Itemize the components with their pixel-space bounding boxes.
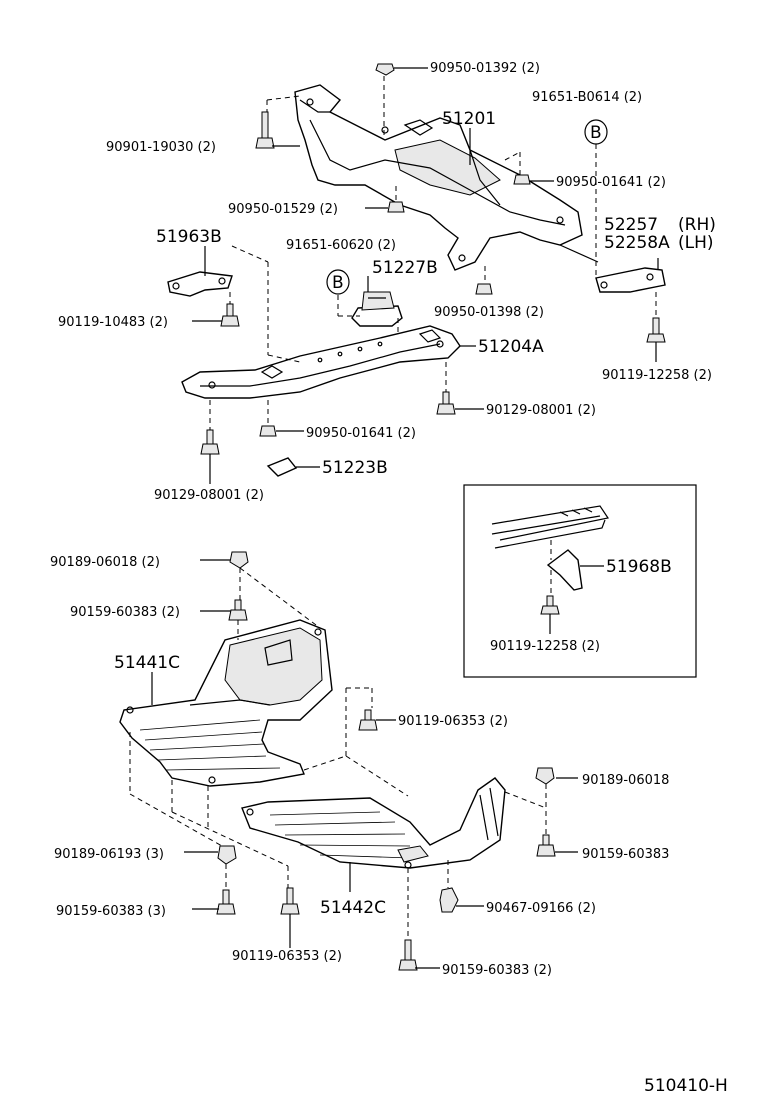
label-91651-b0614: 91651-B0614 (2) [532, 90, 642, 105]
bolt-90119-10483-icon [220, 303, 240, 327]
label-52257-side: (RH) [678, 215, 716, 235]
under-cover-51442c [241, 777, 506, 869]
label-51201: 51201 [442, 109, 496, 129]
fastener-90467-09166-icon [439, 887, 459, 913]
label-90159-60383-bottom: 90159-60383 (2) [442, 963, 552, 978]
label-52258a: 52258A [604, 233, 670, 253]
label-90950-01392: 90950-01392 (2) [430, 61, 540, 76]
callout-b-upper: B [584, 119, 608, 145]
clip-90189-06018-left-icon [229, 551, 249, 569]
label-90950-01398: 90950-01398 (2) [434, 305, 544, 320]
bolt-90119-06353-mid-icon [358, 709, 378, 731]
label-90119-06353-mid: 90119-06353 (2) [398, 714, 508, 729]
under-cover-51441c [119, 619, 333, 787]
bolt-90119-12258-icon [646, 317, 666, 343]
bolt-90901-19030-icon [255, 111, 275, 149]
labels: 90950-01392 (2) 91651-B0614 (2) 90901-19… [50, 61, 728, 1096]
callout-b-lower: B [326, 269, 350, 295]
label-52257: 52257 [604, 215, 658, 235]
bracket-52257 [595, 267, 666, 293]
label-90129-08001-right: 90129-08001 (2) [486, 403, 596, 418]
diagram-id: 510410-H [644, 1076, 728, 1096]
label-90950-01641-upper: 90950-01641 (2) [556, 175, 666, 190]
clip-90189-06193-icon [217, 845, 237, 865]
label-51968b: 51968B [606, 557, 672, 577]
label-90119-12258-inset: 90119-12258 (2) [490, 639, 600, 654]
nut-90950-01641-lower-icon [259, 425, 277, 437]
crossmember-51201 [294, 84, 583, 271]
label-90119-06353-lower: 90119-06353 (2) [232, 949, 342, 964]
nut-90950-01641-icon [513, 174, 531, 185]
label-51227b: 51227B [372, 258, 438, 278]
nut-90950-01392-icon [375, 63, 395, 76]
bolt-90129-08001-left-icon [200, 429, 220, 455]
crossmember-51204a [181, 325, 461, 399]
label-51204a: 51204A [478, 337, 544, 357]
label-90159-60383-three: 90159-60383 (3) [56, 904, 166, 919]
stopper-51223b [266, 457, 298, 477]
nut-90950-01529-icon [387, 201, 405, 213]
leader-lines [129, 67, 659, 969]
label-52258a-side: (LH) [678, 233, 714, 253]
label-91651-60620: 91651-60620 (2) [286, 238, 396, 253]
bracket-51963b [167, 271, 233, 297]
callout-b-upper-letter: B [590, 123, 602, 143]
label-90189-06193: 90189-06193 (3) [54, 847, 164, 862]
bolt-90119-06353-lower-icon [280, 887, 300, 915]
bolt-90119-12258-inset-icon [540, 595, 560, 615]
label-51963b: 51963B [156, 227, 222, 247]
label-90950-01641-lower: 90950-01641 (2) [306, 426, 416, 441]
label-51442c: 51442C [320, 898, 386, 918]
label-90129-08001-left: 90129-08001 (2) [154, 488, 264, 503]
label-90950-01529: 90950-01529 (2) [228, 202, 338, 217]
label-90467-09166: 90467-09166 (2) [486, 901, 596, 916]
label-90189-06018-left: 90189-06018 (2) [50, 555, 160, 570]
inset-51968b [463, 484, 697, 678]
bolt-90129-08001-right-icon [436, 391, 456, 415]
label-90119-10483: 90119-10483 (2) [58, 315, 168, 330]
label-90159-60383-right: 90159-60383 [582, 847, 669, 862]
label-90159-60383-left: 90159-60383 (2) [70, 605, 180, 620]
nut-90950-01398-icon [475, 283, 493, 295]
bolt-90159-60383-right-icon [536, 834, 556, 857]
label-90189-06018-right: 90189-06018 [582, 773, 669, 788]
label-90119-12258-right: 90119-12258 (2) [602, 368, 712, 383]
label-90901-19030: 90901-19030 (2) [106, 140, 216, 155]
bolt-90159-60383-bottom-icon [398, 939, 418, 971]
bolt-90159-60383-left-icon [228, 599, 248, 621]
label-51441c: 51441C [114, 653, 180, 673]
clip-90189-06018-right-icon [535, 767, 555, 785]
mount-51227b [351, 291, 403, 327]
bolt-90159-60383-three-icon [216, 889, 236, 915]
callout-b-lower-letter: B [332, 273, 344, 293]
label-51223b: 51223B [322, 458, 388, 478]
